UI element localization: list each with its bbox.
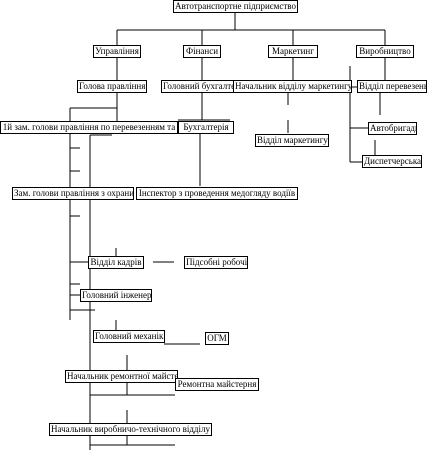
node-root: Автотранспортне підприємство — [173, 0, 298, 13]
node-accounting: Бухгалтерія — [178, 121, 234, 134]
node-transport-department: Відділ перевезень — [357, 80, 427, 93]
node-ogm: ОГМ — [205, 332, 229, 345]
node-production-tech-head: Начальник виробничо-технічного відділу — [49, 423, 212, 436]
node-chief-mechanic: Головний механік — [93, 330, 165, 343]
node-auxiliary-workers: Підсобні робочі — [184, 256, 248, 269]
node-marketing: Маркетинг — [268, 45, 318, 58]
node-marketing-department: Відділ маркетингу — [255, 134, 329, 147]
node-finance: Фінанси — [183, 45, 221, 58]
node-hr-department: Відділ кадрів — [88, 256, 144, 269]
node-management: Управління — [93, 45, 141, 58]
node-auto-brigades: Автобригади — [368, 122, 417, 135]
node-repair-shop: Ремонтна майстерня — [175, 378, 259, 391]
node-repair-head: Начальник ремонтної майстерні — [65, 370, 178, 383]
node-deputy-transport: 1й зам. голови правління по перевезенням… — [0, 121, 178, 134]
node-production: Виробництво — [356, 45, 414, 58]
node-board-head: Голова правління — [77, 80, 147, 93]
node-marketing-head: Начальник відділу маркетингу — [233, 80, 352, 93]
node-chief-accountant: Головний бухгалтер — [161, 80, 235, 93]
node-deputy-safety: Зам. голови правління з охрани — [12, 187, 134, 200]
node-chief-engineer: Головний інженер — [80, 289, 152, 302]
node-medical-inspector: Інспектор з проведення медогляду водіїв — [136, 187, 298, 200]
node-dispatch: Диспетчерська — [362, 155, 422, 168]
